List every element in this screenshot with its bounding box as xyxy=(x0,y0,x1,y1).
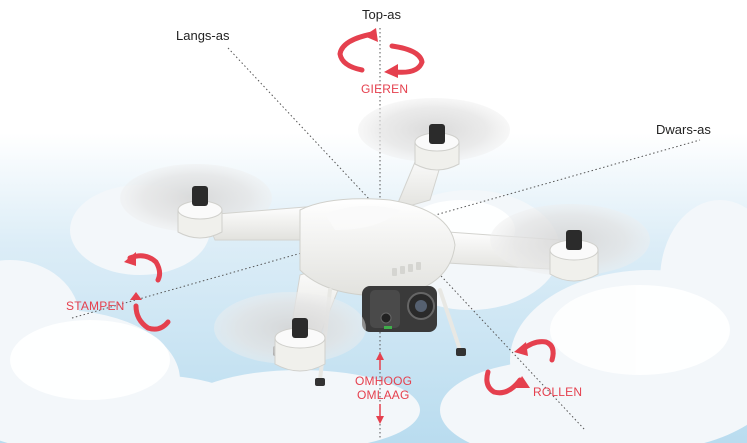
yaw-arrows xyxy=(337,31,425,75)
motor-back-right xyxy=(414,124,460,171)
pitch-arrows xyxy=(127,253,171,332)
pitch-label: STAMPEN xyxy=(66,299,125,313)
camera-gimbal xyxy=(362,286,437,332)
yaw-arrowheads xyxy=(364,28,398,78)
roll-arrows xyxy=(484,339,556,396)
propeller-front-left xyxy=(214,292,366,364)
motor-front-left xyxy=(274,318,326,372)
up-label: OMHOOG xyxy=(355,374,413,388)
vertical-arrowheads xyxy=(376,352,384,424)
long-axis-label: Langs-as xyxy=(176,28,230,43)
roll-label: ROLLEN xyxy=(533,385,583,399)
lateral-axis-label: Dwars-as xyxy=(656,122,711,137)
yaw-label: GIEREN xyxy=(361,82,409,96)
lateral-axis-line xyxy=(71,139,701,319)
roll-arrowheads xyxy=(514,342,530,388)
drone-body xyxy=(299,198,456,297)
motor-front-right xyxy=(549,230,599,282)
pitch-arrowheads xyxy=(124,252,142,300)
motor-back-left xyxy=(177,186,223,239)
top-axis-label: Top-as xyxy=(362,7,402,22)
down-label: OMLAAG xyxy=(357,388,410,402)
